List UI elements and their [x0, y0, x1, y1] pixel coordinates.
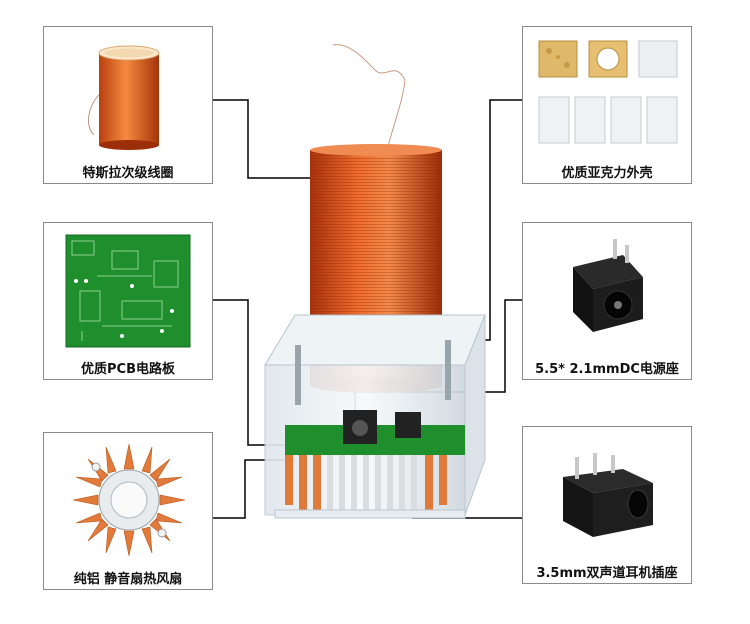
- fan-heatsink-icon: [68, 439, 190, 561]
- pcb-label: 优质PCB电路板: [81, 362, 175, 377]
- acrylic-label: 优质亚克力外壳: [561, 166, 653, 181]
- coil-panel: 特斯拉次级线圈: [43, 26, 213, 184]
- audio-jack-panel: 3.5mm双声道耳机插座: [522, 426, 692, 584]
- pcb-panel: 优质PCB电路板: [43, 222, 213, 380]
- heatsink-label: 纯铝 静音扇热风扇: [73, 572, 183, 587]
- audio-jack-label: 3.5mm双声道耳机插座: [536, 566, 678, 581]
- acrylic-plates-icon: [533, 35, 683, 153]
- pcb-icon: [62, 231, 194, 351]
- coil-connector: [213, 99, 318, 179]
- acrylic-panel: 优质亚克力外壳: [522, 26, 692, 184]
- coil-icon: [84, 35, 174, 155]
- dc-jack-label: 5.5* 2.1mmDC电源座: [535, 362, 679, 377]
- heatsink-panel: 纯铝 静音扇热风扇: [43, 432, 213, 590]
- coil-label: 特斯拉次级线圈: [82, 166, 174, 181]
- tesla-coil-product: [255, 40, 495, 540]
- dc-jack-panel: 5.5* 2.1mmDC电源座: [522, 222, 692, 380]
- audio-jack-icon: [553, 447, 663, 547]
- dc-jack-icon: [563, 237, 653, 337]
